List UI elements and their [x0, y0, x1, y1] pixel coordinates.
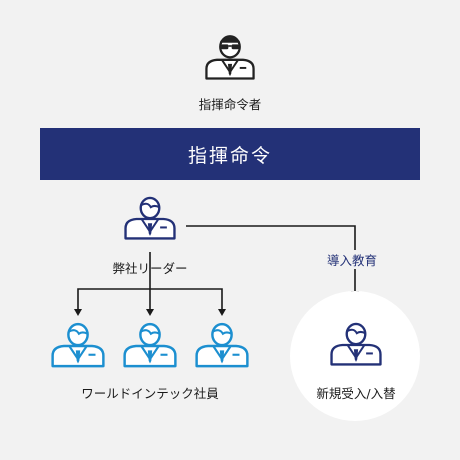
- commander-label: 指揮命令者: [198, 97, 262, 112]
- commander-icon: [205, 35, 255, 80]
- newcomer-icon: [330, 322, 382, 366]
- command-banner: 指揮命令: [40, 128, 420, 180]
- leader-label: 弊社リーダー: [112, 261, 188, 276]
- newcomer-label: 新規受入/入替: [316, 386, 396, 401]
- leader-icon: [124, 196, 176, 240]
- staff-icon-2: [123, 322, 177, 368]
- banner-text: 指揮命令: [187, 144, 272, 167]
- staff-label: ワールドインテック社員: [81, 386, 219, 401]
- education-label: 導入教育: [325, 250, 380, 269]
- staff-icon-1: [51, 322, 105, 368]
- staff-icon-3: [195, 322, 249, 368]
